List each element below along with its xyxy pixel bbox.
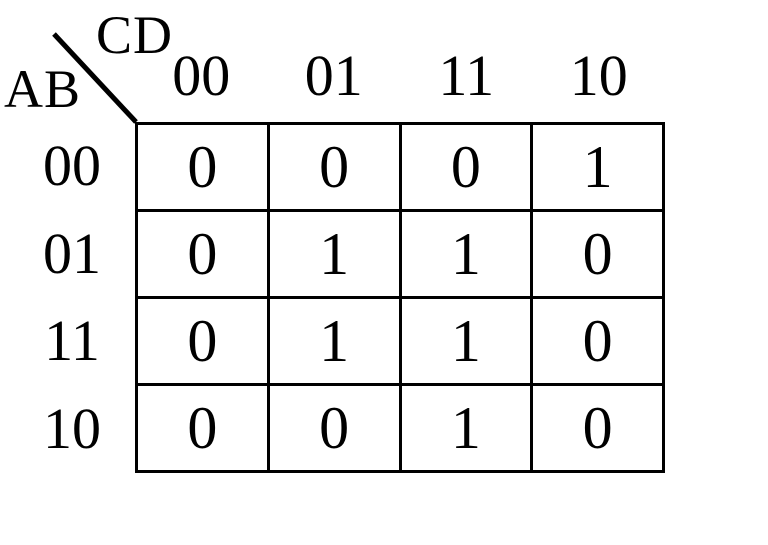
column-headers: 00 01 11 10 bbox=[135, 43, 665, 109]
kmap-cell: 1 bbox=[398, 209, 534, 299]
column-header: 01 bbox=[304, 43, 363, 109]
kmap-row: 0 1 1 0 bbox=[135, 209, 665, 299]
kmap-cell: 1 bbox=[530, 122, 665, 212]
row-header: 10 bbox=[43, 396, 101, 462]
kmap-cell: 0 bbox=[266, 383, 402, 473]
column-header: 00 bbox=[172, 43, 231, 109]
row-header: 11 bbox=[44, 308, 100, 374]
kmap-grid: 0 0 0 1 0 1 1 0 0 1 1 0 0 0 1 0 bbox=[135, 122, 665, 473]
kmap-cell: 0 bbox=[530, 209, 665, 299]
kmap-cell: 0 bbox=[398, 122, 534, 212]
kmap-cell: 0 bbox=[135, 209, 270, 299]
column-header: 11 bbox=[438, 43, 495, 109]
row-header: 00 bbox=[43, 132, 101, 198]
row-headers: 00 01 11 10 bbox=[22, 122, 122, 473]
kmap-cell: 1 bbox=[266, 209, 402, 299]
kmap-cell: 0 bbox=[135, 383, 270, 473]
kmap-cell: 0 bbox=[135, 122, 270, 212]
kmap-cell: 0 bbox=[135, 296, 270, 386]
kmap-row: 0 0 0 1 bbox=[135, 122, 665, 212]
kmap-cell: 0 bbox=[266, 122, 402, 212]
kmap-cell: 1 bbox=[398, 296, 534, 386]
kmap-cell: 1 bbox=[398, 383, 534, 473]
row-header: 01 bbox=[43, 220, 101, 286]
kmap-row: 0 1 1 0 bbox=[135, 296, 665, 386]
column-header: 10 bbox=[569, 43, 628, 109]
kmap-cell: 0 bbox=[530, 383, 665, 473]
column-variable-label: CD bbox=[96, 5, 174, 65]
kmap-row: 0 0 1 0 bbox=[135, 383, 665, 473]
row-variable-label: AB bbox=[4, 59, 82, 119]
kmap-cell: 0 bbox=[530, 296, 665, 386]
kmap-cell: 1 bbox=[266, 296, 402, 386]
